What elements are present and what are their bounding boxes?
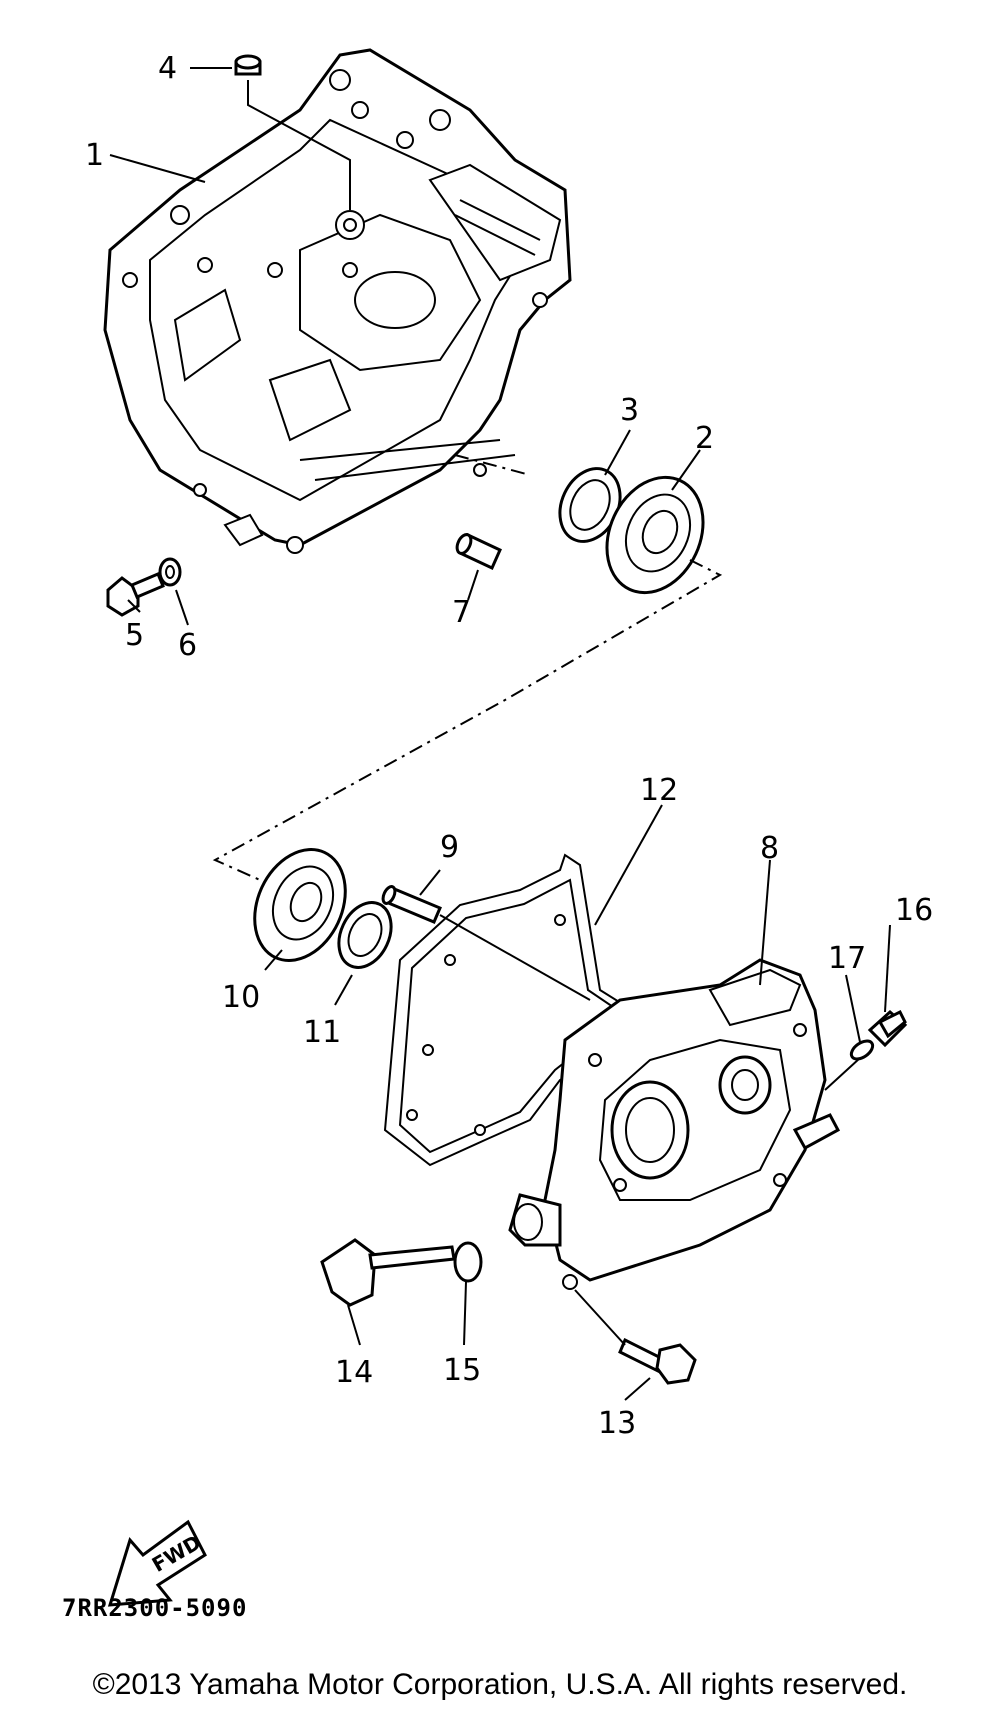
callout-7: 7 [452,595,471,630]
callout-10: 10 [222,980,260,1015]
part-12-gasket [383,853,642,1167]
part-5-bolt [106,572,165,617]
callout-12: 12 [640,773,678,808]
part-10-bearing [253,848,347,962]
crankcase-part-1 [103,48,572,554]
leader-lines [109,67,891,1401]
callout-13: 13 [598,1406,636,1441]
part-6-washer [158,557,182,587]
callout-1: 1 [85,138,104,173]
part-14-dipstick [320,1238,456,1307]
part-7-dowel-pin [455,532,502,571]
callout-2: 2 [695,421,714,456]
callout-5: 5 [125,618,144,653]
callout-9: 9 [440,830,459,865]
copyright-notice: ©2013 Yamaha Motor Corporation, U.S.A. A… [92,1668,908,1701]
part-16-plug [867,1009,908,1048]
callout-16: 16 [895,893,933,928]
drawing-code: 7RR2300-5090 [62,1594,247,1622]
part-15-o-ring [453,1241,483,1283]
callout-6: 6 [178,628,197,663]
part-8-crankcase-cover [508,958,841,1290]
part-11-oil-seal [337,901,393,969]
part-9-dowel [381,885,442,924]
callout-3: 3 [620,393,639,428]
part-13-bolt [618,1337,697,1385]
callout-11: 11 [303,1015,341,1050]
part-2-bearing [605,475,705,595]
callout-4: 4 [158,51,177,86]
callout-15: 15 [443,1353,481,1388]
callout-17: 17 [828,941,866,976]
part-4-collar [234,54,262,76]
fwd-arrow-icon: FWD [107,1519,207,1607]
callout-14: 14 [335,1355,373,1390]
callout-8: 8 [760,831,779,866]
callout-labels: 1 2 3 4 5 6 7 8 9 10 11 12 13 14 15 16 1… [85,51,933,1441]
part-17-o-ring [849,1039,875,1061]
